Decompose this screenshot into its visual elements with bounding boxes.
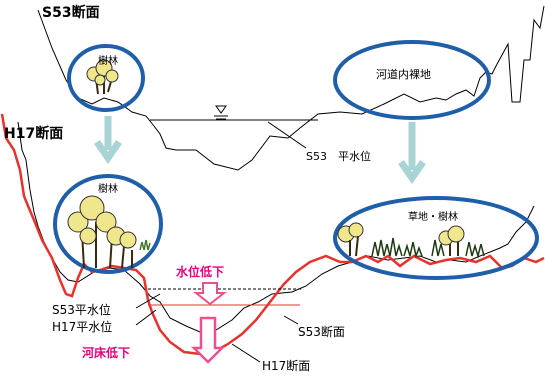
h17-water-level-short-label: H17平水位	[52, 319, 112, 334]
h17-water-level-short-leader	[135, 309, 157, 326]
trees-top-label: 樹林	[98, 54, 118, 67]
down-arrow-right	[398, 122, 426, 185]
grass-trees-label: 草地・樹林	[408, 210, 458, 223]
trees-ellipse-top	[67, 44, 145, 112]
s53-water-level-short-label: S53平水位	[52, 302, 111, 317]
h17-section-lower-label: H17断面	[262, 358, 310, 373]
bare-ground-label: 河道内裸地	[376, 67, 431, 81]
h17-section-lower-leader	[231, 343, 261, 363]
grass-trees-ellipse	[333, 196, 539, 280]
s53-water-level-label: S53 平水位	[306, 149, 371, 163]
trees-ellipse-bottom	[53, 174, 163, 274]
h17-section-title: H17断面	[4, 125, 63, 142]
riverbed-drop-label: 河床低下	[81, 345, 130, 360]
tree-icon	[86, 59, 119, 95]
water-level-drop-label: 水位低下	[176, 264, 224, 279]
water-level-symbol-icon	[214, 105, 228, 120]
trees-bottom-label: 樹林	[98, 182, 118, 195]
bare-ground-ellipse	[333, 40, 491, 120]
s53-upper-cross-section-line	[37, 5, 545, 171]
down-arrow-left	[94, 116, 122, 165]
s53-section-title: S53断面	[42, 4, 100, 21]
s53-water-level-leader	[267, 121, 307, 149]
riverbed-drop-arrow	[190, 316, 226, 364]
grass-icon	[337, 222, 485, 259]
tree-icon	[67, 195, 151, 269]
s53-section-lower-leader	[283, 315, 299, 325]
s53-section-lower-label: S53断面	[298, 324, 345, 339]
s53-water-level-short-leader	[135, 293, 161, 309]
water-level-drop-arrow	[193, 282, 227, 306]
